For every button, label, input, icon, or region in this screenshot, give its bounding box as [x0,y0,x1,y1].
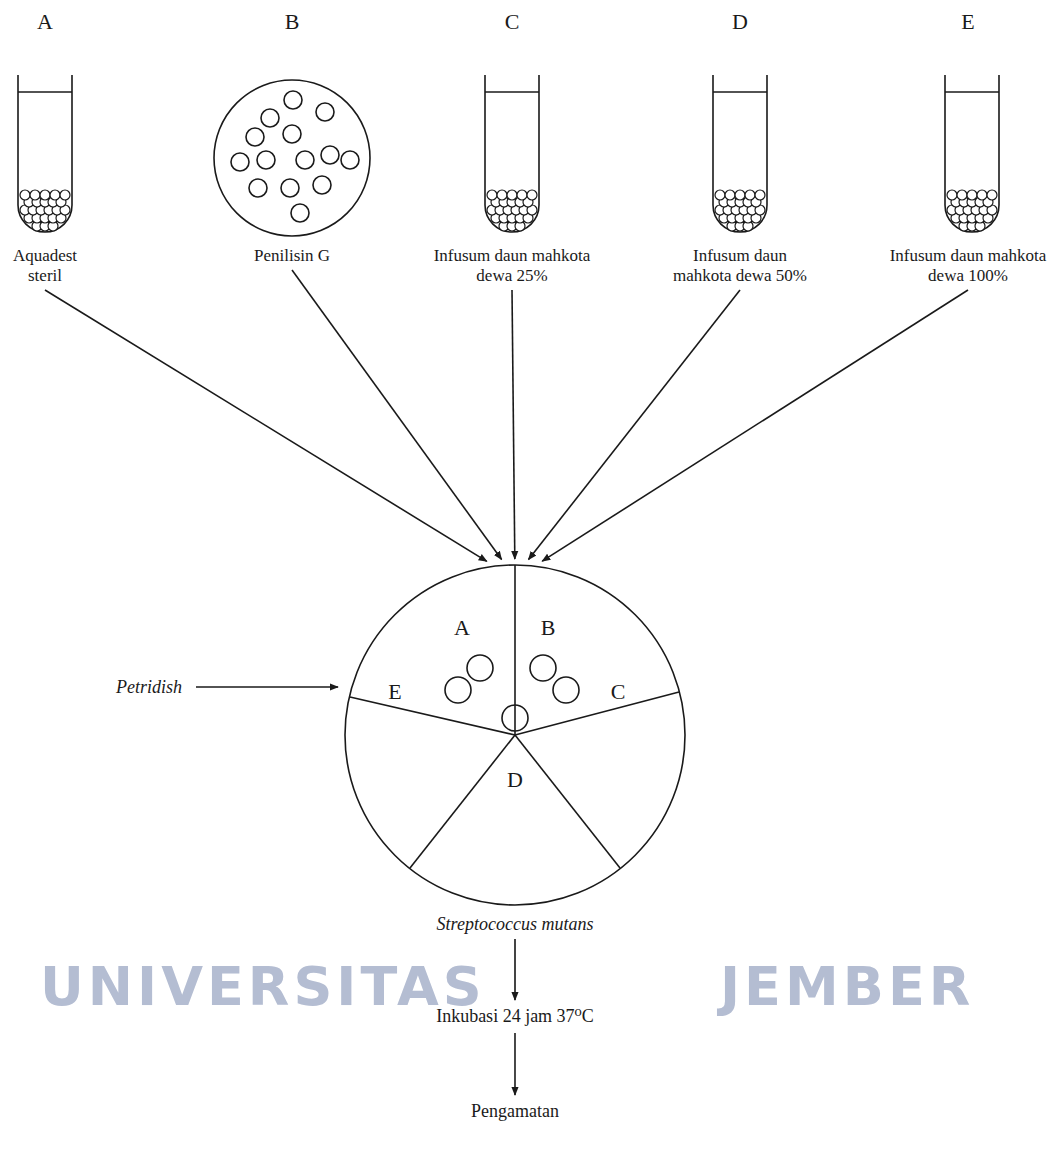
disc-container: B Penilisin G [227,8,357,266]
dish-sector: B [539,616,558,640]
bead [755,190,765,200]
dish-sector: D [505,768,525,792]
part-label: Petridish [112,674,186,700]
dish-caption: Streptococcus mutans [345,911,685,937]
test-tube: C Infusum daun mahkota dewa 25% [422,8,602,286]
leader-arrow [196,686,338,688]
dish-sector: E [386,680,403,704]
bead [987,190,997,200]
sector-letter: B [539,616,558,640]
bead [745,190,755,200]
dish-sector: C [609,680,628,704]
tube-caption: Infusum daun mahkota dewa 100% [888,246,1048,286]
watermark: UNIVERSITAS [40,955,486,1018]
flow-arrow [514,1033,516,1095]
sector-letter: C [609,680,628,704]
bead [947,190,957,200]
beads [20,190,997,231]
bead [527,190,537,200]
petri-dish: Streptococcus mutans A B E C D [345,565,685,937]
step-text: Pengamatan [467,1098,563,1124]
petri-dish [345,565,685,905]
bead [977,190,987,200]
column-letter: C [422,8,602,36]
sector-letter: E [386,680,403,704]
column-letter: A [2,8,88,36]
flow-arrow [45,290,487,561]
bead [50,190,60,200]
disc-container [214,80,370,236]
test-tube: E Infusum daun mahkota dewa 100% [888,8,1048,286]
flow-arrow [512,290,515,559]
bead [967,190,977,200]
watermark: JEMBER [720,955,974,1018]
bead [20,190,30,200]
bead [497,190,507,200]
test-tube: D Infusum daun mahkota dewa 50% [665,8,815,286]
bead [60,190,70,200]
bead [487,190,497,200]
step-text: Pengamatan [467,1098,563,1124]
tube-caption: Infusum daun mahkota dewa 25% [422,246,602,286]
tube-caption: Penilisin G [227,246,357,266]
bead [725,190,735,200]
column-letter: E [888,8,1048,36]
bead [40,190,50,200]
flow-arrow [542,290,968,561]
sector-letter: A [452,616,472,640]
bead [735,190,745,200]
bead [507,190,517,200]
flow-arrow [292,270,502,560]
test-tube: A Aquadest steril [2,8,88,286]
column-letter: B [227,8,357,36]
sector-letter: D [505,768,525,792]
dish-sector: A [452,616,472,640]
flow-arrow [514,939,516,1000]
flow-arrow [529,290,741,560]
bead [957,190,967,200]
column-letter: D [665,8,815,36]
tube-caption: Infusum daun mahkota dewa 50% [665,246,815,286]
bead [517,190,527,200]
bead [30,190,40,200]
tube-caption: Aquadest steril [2,246,88,286]
test-tubes [18,75,999,232]
bead [715,190,725,200]
